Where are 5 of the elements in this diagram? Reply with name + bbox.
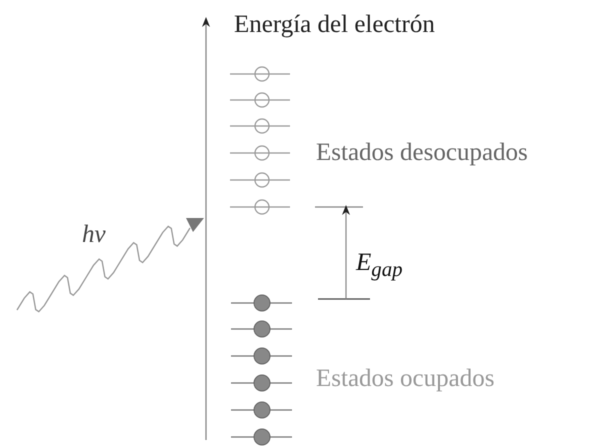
state-label: Estados ocupados (316, 366, 494, 391)
axis-label: Energía del electrón (234, 12, 435, 37)
state-label: Estados desocupados (316, 140, 528, 165)
photon-label: hν (82, 222, 106, 247)
gap-label: E$_{gap}$ (356, 250, 403, 280)
